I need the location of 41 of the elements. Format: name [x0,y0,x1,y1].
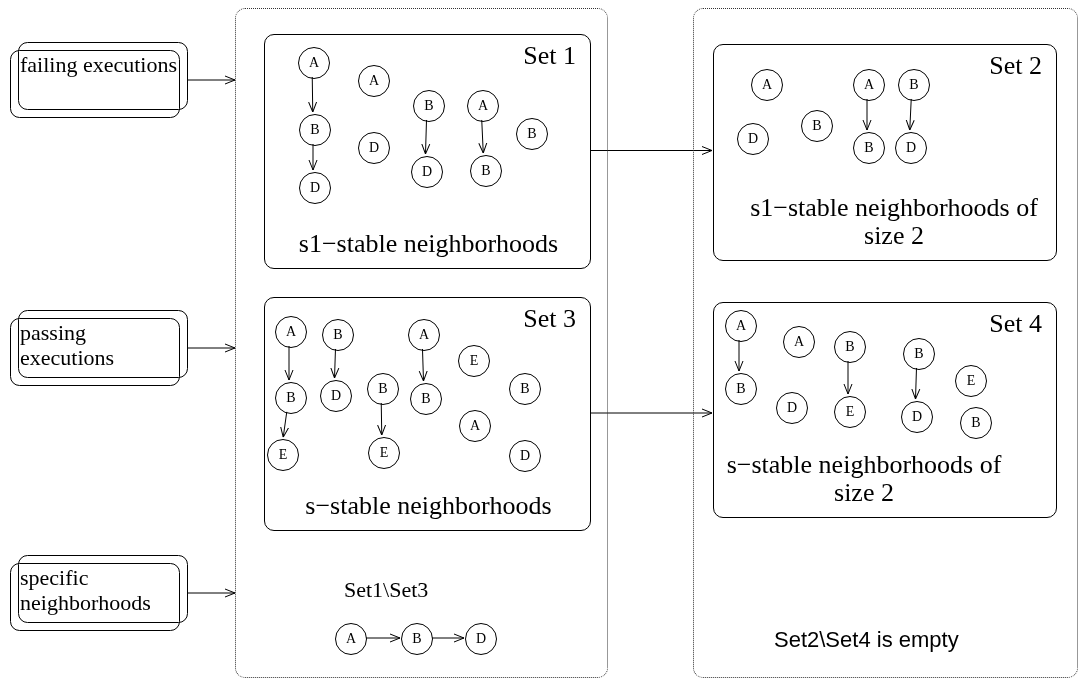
arrow [911,367,921,400]
arrow [187,343,236,353]
document-stack [10,310,188,386]
arrow [589,408,713,418]
arrow [905,98,915,131]
arrow [308,76,318,113]
arrow [187,75,236,85]
arrow [187,588,236,598]
arrow [431,633,465,643]
set-heading: Set 3 [523,304,576,334]
set-box [264,297,591,531]
document-stack [10,42,188,118]
arrow [589,146,713,155]
set-heading: Set 1 [523,41,576,71]
arrow [421,119,431,155]
node-label: failing executions [20,52,178,77]
arrow [365,633,401,643]
node-label: specific neighborhoods [20,565,152,615]
set-box [713,302,1057,518]
arrow [308,143,318,171]
arrow [280,411,290,438]
set-difference-label: Set2\Set4 is empty [774,627,959,653]
set-heading: Set 2 [989,51,1042,81]
set-heading: Set 4 [989,309,1042,339]
node-label: passing executions [20,320,116,370]
arrow [377,402,387,436]
arrow [284,345,294,381]
set-box [713,44,1057,261]
set-caption: s1−stable neighborhoods of size 2 [749,194,1039,250]
set-box [264,34,591,269]
arrow [843,360,853,395]
set-caption: s1−stable neighborhoods [297,230,560,258]
arrow [478,119,488,154]
arrow [418,348,428,382]
arrow [862,98,872,131]
set-caption: s−stable neighborhoods [304,492,553,520]
set-difference-label: Set1\Set3 [344,577,429,603]
document-stack [10,555,188,631]
arrow [330,348,340,379]
set-caption: s−stable neighborhoods of size 2 [725,451,1003,507]
arrow [734,339,744,372]
